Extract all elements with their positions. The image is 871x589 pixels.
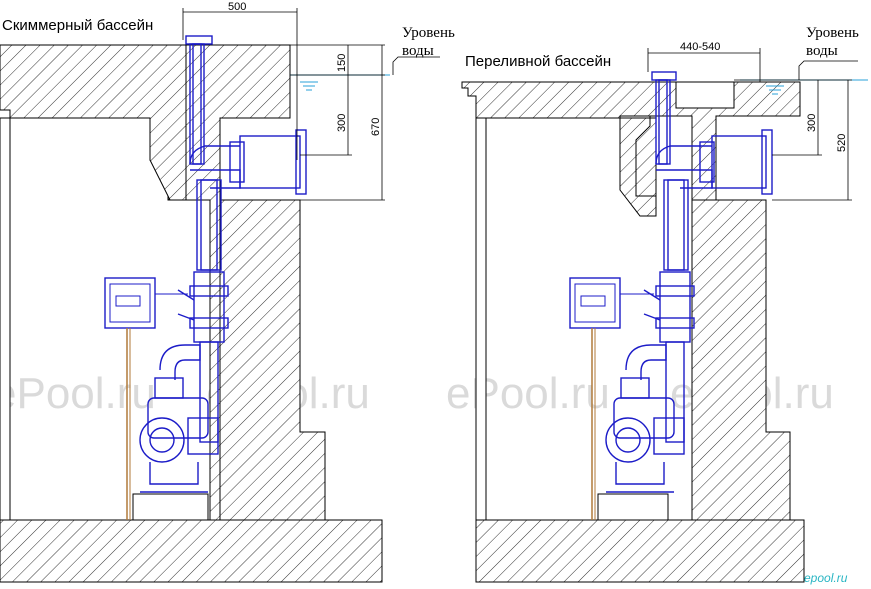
dim-520: 520 [836,134,848,152]
pool-floor [0,519,383,583]
pool-wall-right [691,199,791,521]
water-level-label-line2: воды [806,43,838,59]
water-level-label-line1: Уровень [402,25,455,41]
water-symbol [300,81,318,91]
pool-wall-upper-left [0,44,187,201]
pump-base [597,493,669,521]
dim-670: 670 [370,118,382,136]
dim-150: 150 [336,54,348,72]
pool-floor [475,519,805,583]
dim-width-right: 440-540 [680,41,720,53]
dim-300-right: 300 [806,114,818,132]
water-level-label-line1: Уровень [806,25,859,41]
overflow-gutter [675,81,735,109]
pool-wall-left [475,117,487,521]
skimmer-pool-title: Скиммерный бассейн [2,17,153,34]
pool-wall-right [219,199,326,521]
pump-base [132,493,209,521]
watermark-text: ePool.ru [446,369,610,418]
brand-logo-text: epool.ru [804,571,848,585]
pool-wall-upper [461,81,801,217]
control-box-left [104,277,188,520]
pool-wall-left [0,117,11,521]
water-symbol [766,85,784,95]
dimensions-right [647,48,852,201]
overflow-pool-section: 440-540 300 520 Уровень воды Переливной … [461,25,868,583]
equipment-left [139,35,307,493]
watermark-text: ePool.ru [0,369,156,418]
water-level-label-line2: воды [402,43,434,59]
control-box-right [569,277,654,520]
equipment-right [605,71,773,493]
dimensions-left [182,8,385,201]
skimmer-pool-section: 500 150 300 670 Уровень воды Скиммерный … [0,1,455,583]
overflow-pool-title: Переливной бассейн [465,53,611,70]
dim-width-left: 500 [228,1,246,13]
dim-300-left: 300 [336,114,348,132]
